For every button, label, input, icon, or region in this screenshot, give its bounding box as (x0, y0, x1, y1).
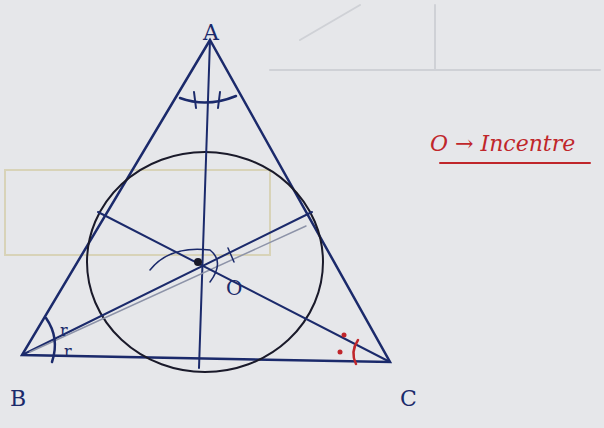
point-label: O (226, 278, 242, 298)
underline (440, 162, 590, 164)
angle-label: r (60, 323, 68, 339)
bisector-b (22, 212, 312, 355)
vertex-label: C (400, 388, 417, 410)
angle-arc (46, 318, 55, 362)
bisector-a (199, 40, 210, 368)
angle-dot (338, 350, 343, 355)
vertex-label: A (203, 22, 219, 44)
angle-dot (342, 333, 347, 338)
bisector-c (98, 212, 390, 362)
angle-arc (180, 96, 236, 103)
vertex-label: B (10, 388, 26, 410)
incentre-dot (194, 258, 202, 266)
faint-box (5, 170, 270, 255)
angle-arc (228, 248, 234, 262)
angle-arc (353, 340, 358, 364)
angle-arc (150, 249, 218, 282)
faint-lines (270, 5, 600, 70)
triangle (22, 40, 390, 362)
angle-tick (194, 92, 220, 108)
pencil-line (30, 226, 306, 352)
note-text: O → Incentre (430, 133, 575, 155)
angle-label: r (64, 344, 72, 360)
